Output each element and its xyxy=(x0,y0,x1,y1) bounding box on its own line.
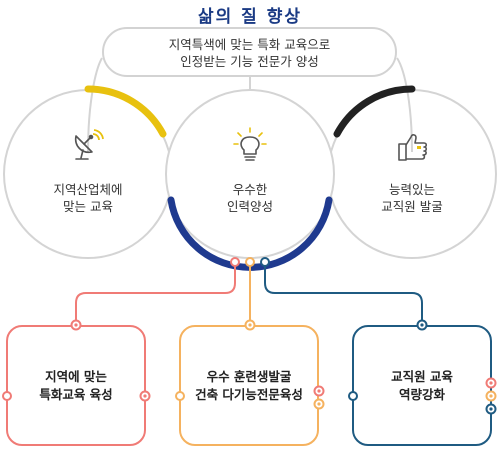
box-label-line: 건축 다기능전문육성 xyxy=(195,386,303,402)
satellite-dish-icon xyxy=(74,129,104,160)
connector-box-3 xyxy=(264,262,423,325)
box-trainee-discovery: 우수 훈련생발굴 건축 다기능전문육성 xyxy=(179,325,319,446)
box-label-line: 역량강화 xyxy=(398,386,445,402)
circle-label-staff: 능력있는 교직원 발굴 xyxy=(327,181,497,215)
circle-label-talent: 우수한 인력양성 xyxy=(165,181,335,215)
banner-line-1: 지역특색에 맞는 특화 교육으로 xyxy=(168,37,331,52)
circle-label-line: 지역산업체에 xyxy=(53,182,123,197)
connector-box-1 xyxy=(75,262,236,325)
banner-line-2: 인정받는 기능 전문가 양성 xyxy=(180,54,319,69)
goal-banner: 지역특색에 맞는 특화 교육으로 인정받는 기능 전문가 양성 xyxy=(102,27,397,77)
circle-label-line: 우수한 xyxy=(232,182,268,197)
box-label-line: 교직원 교육 xyxy=(391,368,453,384)
box-specialized-education: 지역에 맞는 특화교육 육성 xyxy=(6,325,146,446)
box-label-line: 지역에 맞는 xyxy=(45,368,107,384)
circle-staff-discovery xyxy=(327,89,497,259)
box-staff-training: 교직원 교육 역량강화 xyxy=(352,325,492,446)
circle-label-industry: 지역산업체에 맞는 교육 xyxy=(3,181,173,215)
circle-industry-education xyxy=(3,89,173,259)
circle-label-line: 맞는 교육 xyxy=(63,199,113,214)
circle-label-line: 인력양성 xyxy=(226,199,273,214)
connector-dot xyxy=(260,257,270,267)
circle-label-line: 교직원 발굴 xyxy=(381,199,443,214)
box-label-line: 특화교육 육성 xyxy=(39,386,113,402)
circle-label-line: 능력있는 xyxy=(388,182,435,197)
connector-dot xyxy=(230,257,240,267)
circle-talent-development xyxy=(165,89,335,259)
lightbulb-icon xyxy=(233,127,267,161)
thumbs-up-icon xyxy=(398,134,428,161)
page-title: 삶의 질 향상 xyxy=(197,7,303,27)
box-label-line: 우수 훈련생발굴 xyxy=(206,368,292,384)
connector-dot xyxy=(245,257,255,267)
